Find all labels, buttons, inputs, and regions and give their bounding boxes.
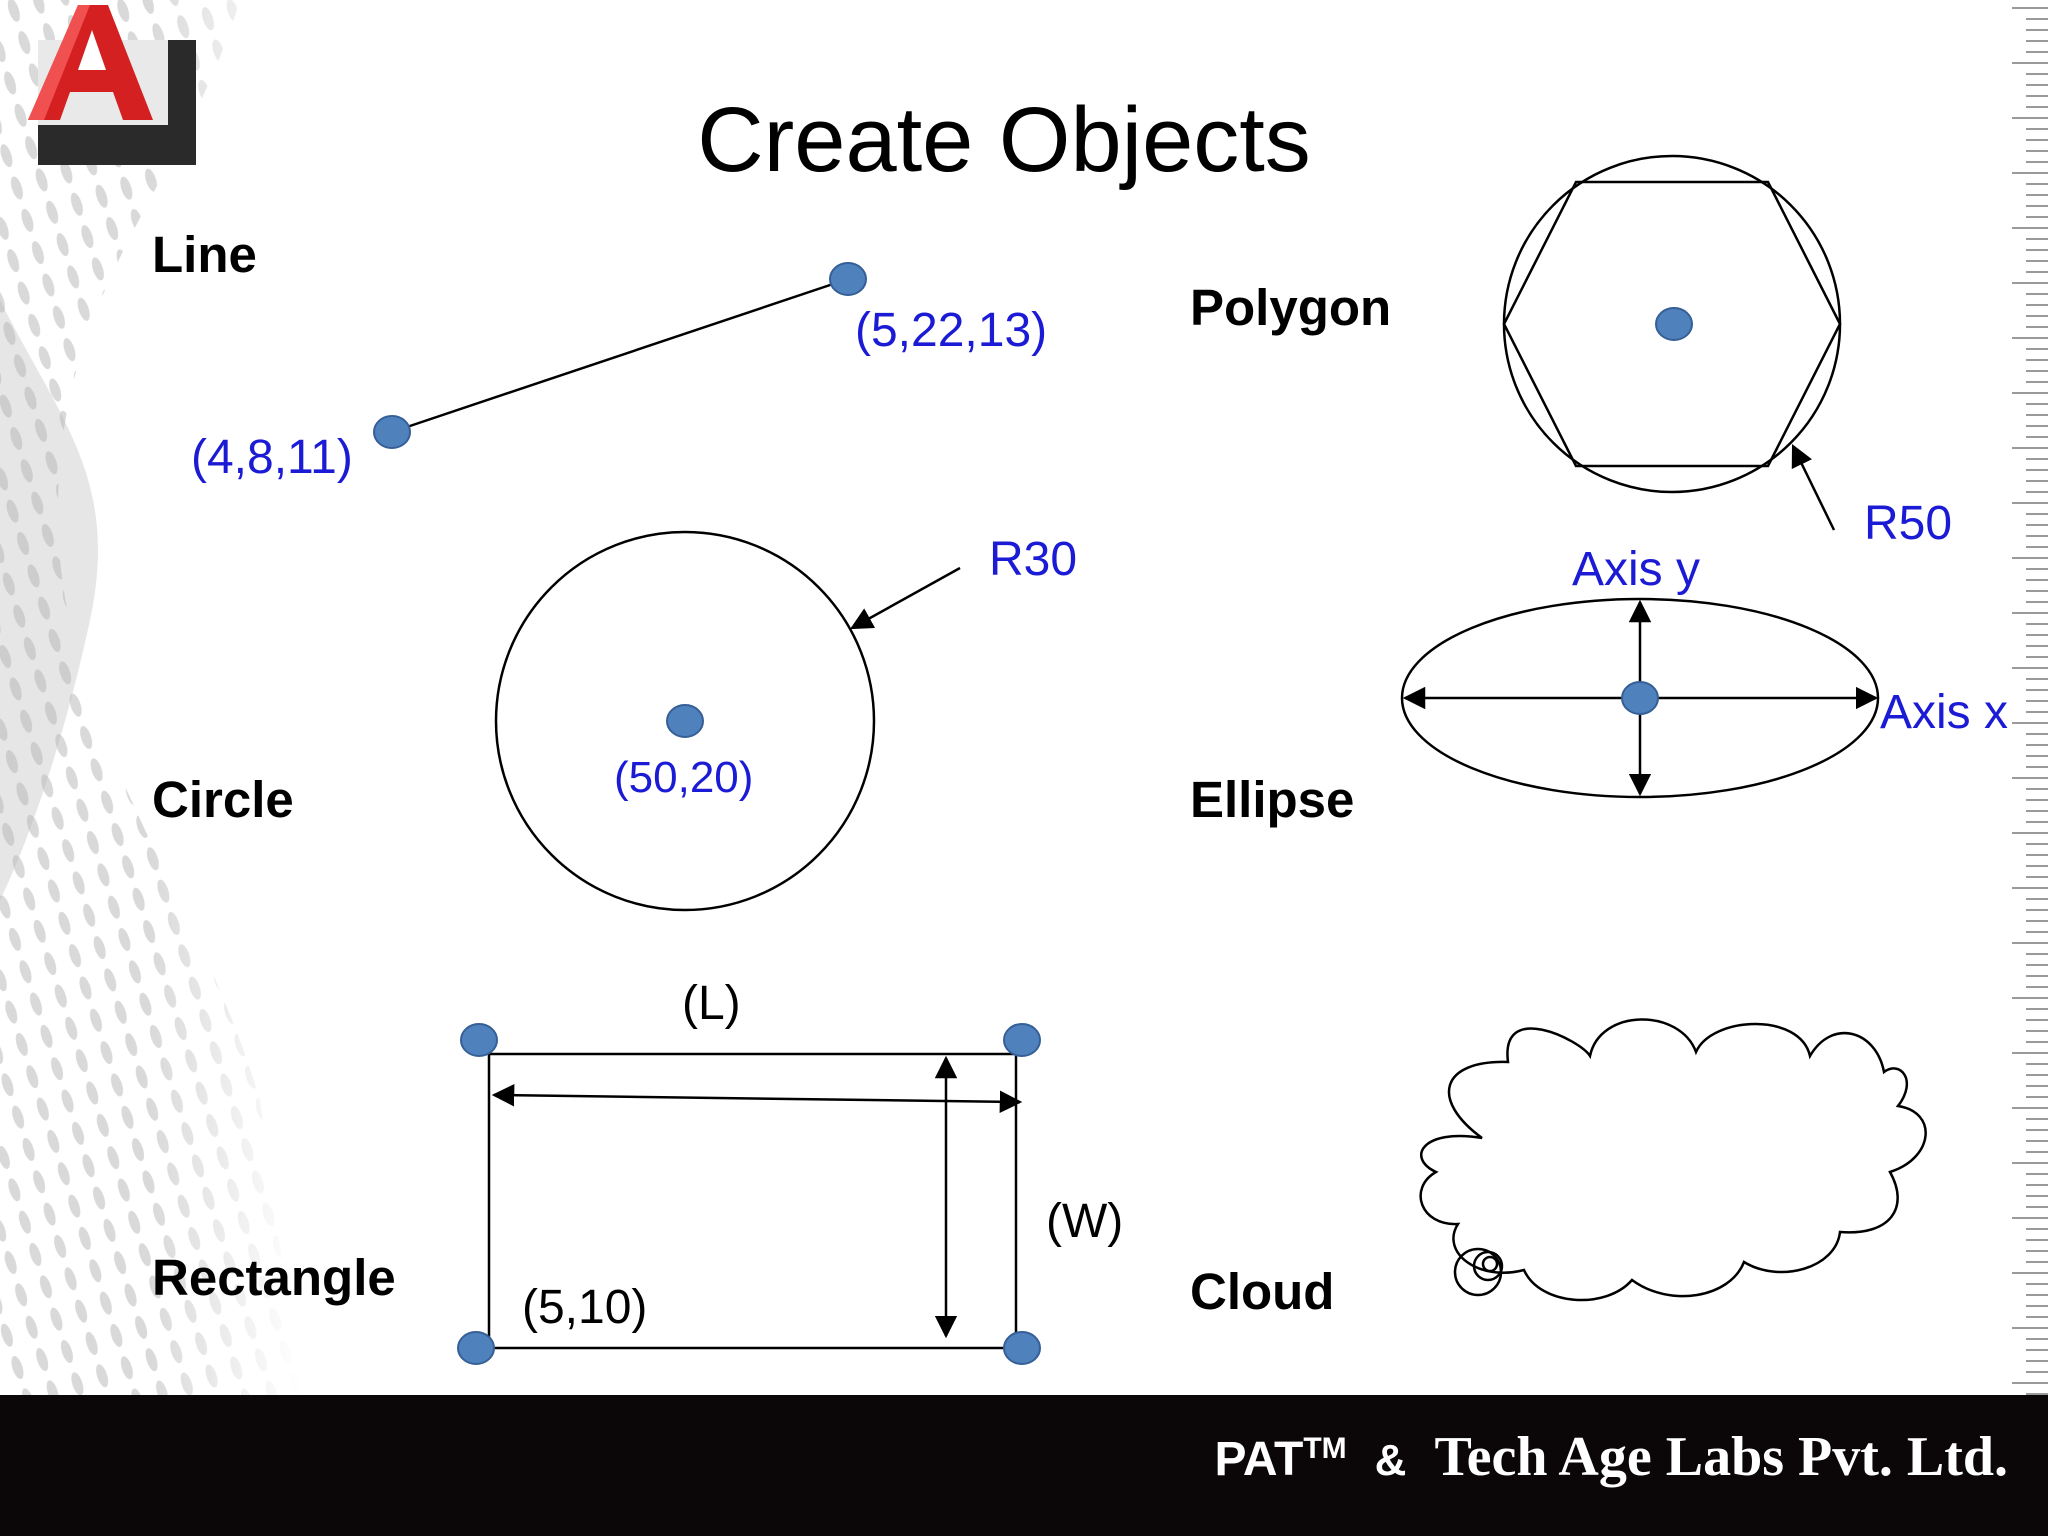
cloud-thought-bubble-small — [1481, 1255, 1499, 1273]
footer-bar: PATTM & Tech Age Labs Pvt. Ltd. — [0, 1395, 2048, 1536]
rectangle-corner-top-left — [460, 1023, 498, 1057]
line-label: Line — [152, 226, 257, 283]
rectangle-label: Rectangle — [152, 1249, 396, 1306]
ellipse-label: Ellipse — [1190, 771, 1355, 828]
polygon-radius-leader — [1791, 443, 1836, 531]
ellipse-axis-x-label: Axis x — [1880, 686, 2009, 739]
rectangle-corner-bottom-left — [457, 1331, 495, 1365]
footer-credits: PATTM & Tech Age Labs Pvt. Ltd. — [1214, 1425, 2008, 1489]
polygon-center-point — [1655, 307, 1693, 341]
rectangle-corner-bottom-right — [1003, 1331, 1041, 1365]
cloud-thought-bubble-medium — [1472, 1250, 1504, 1282]
rectangle-corner-coordinate: (5,10) — [522, 1281, 648, 1334]
circle-label: Circle — [152, 771, 294, 828]
line-start-coordinate: (4,8,11) — [191, 431, 353, 484]
autocad-logo-icon — [28, 5, 196, 165]
decorative-wave-pattern — [0, 0, 300, 1395]
footer-pat-text: PAT — [1214, 1433, 1304, 1486]
cloud-label: Cloud — [1190, 1263, 1335, 1320]
rectangle-length-dimension — [491, 1084, 1023, 1113]
cad-drawing — [373, 154, 1927, 1365]
circle-radius-leader — [850, 566, 961, 630]
rectangle-length-label: (L) — [682, 977, 741, 1030]
polygon-label: Polygon — [1190, 279, 1392, 336]
footer-pat: PATTM — [1214, 1432, 1346, 1487]
line-start-point — [373, 415, 411, 449]
circle-center-coordinate: (50,20) — [614, 753, 754, 802]
hexagon-shape — [1502, 180, 1842, 468]
ellipse-center-point — [1621, 681, 1659, 715]
circle-shape — [494, 530, 876, 912]
footer-trademark: TM — [1303, 1432, 1347, 1465]
rectangle-shape — [487, 1052, 1018, 1350]
polygon-radius-value: R50 — [1864, 497, 1953, 550]
rectangle-corner-top-right — [1003, 1023, 1041, 1057]
line-segment — [391, 277, 849, 434]
rectangle-width-label: (W) — [1046, 1195, 1124, 1248]
footer-company-name: Tech Age Labs Pvt. Ltd. — [1434, 1426, 2008, 1488]
cloud-shape — [1419, 1018, 1927, 1302]
ellipse-axis-y-label: Axis y — [1572, 543, 1701, 596]
page-title: Create Objects — [697, 89, 1311, 191]
line-end-coordinate: (5,22,13) — [855, 304, 1048, 357]
footer-ampersand: & — [1374, 1436, 1407, 1485]
decorative-ruler-edge — [2012, 7, 2048, 1395]
circle-radius-value: R30 — [989, 533, 1078, 586]
circle-center-point — [666, 704, 704, 738]
line-end-point — [829, 262, 867, 296]
